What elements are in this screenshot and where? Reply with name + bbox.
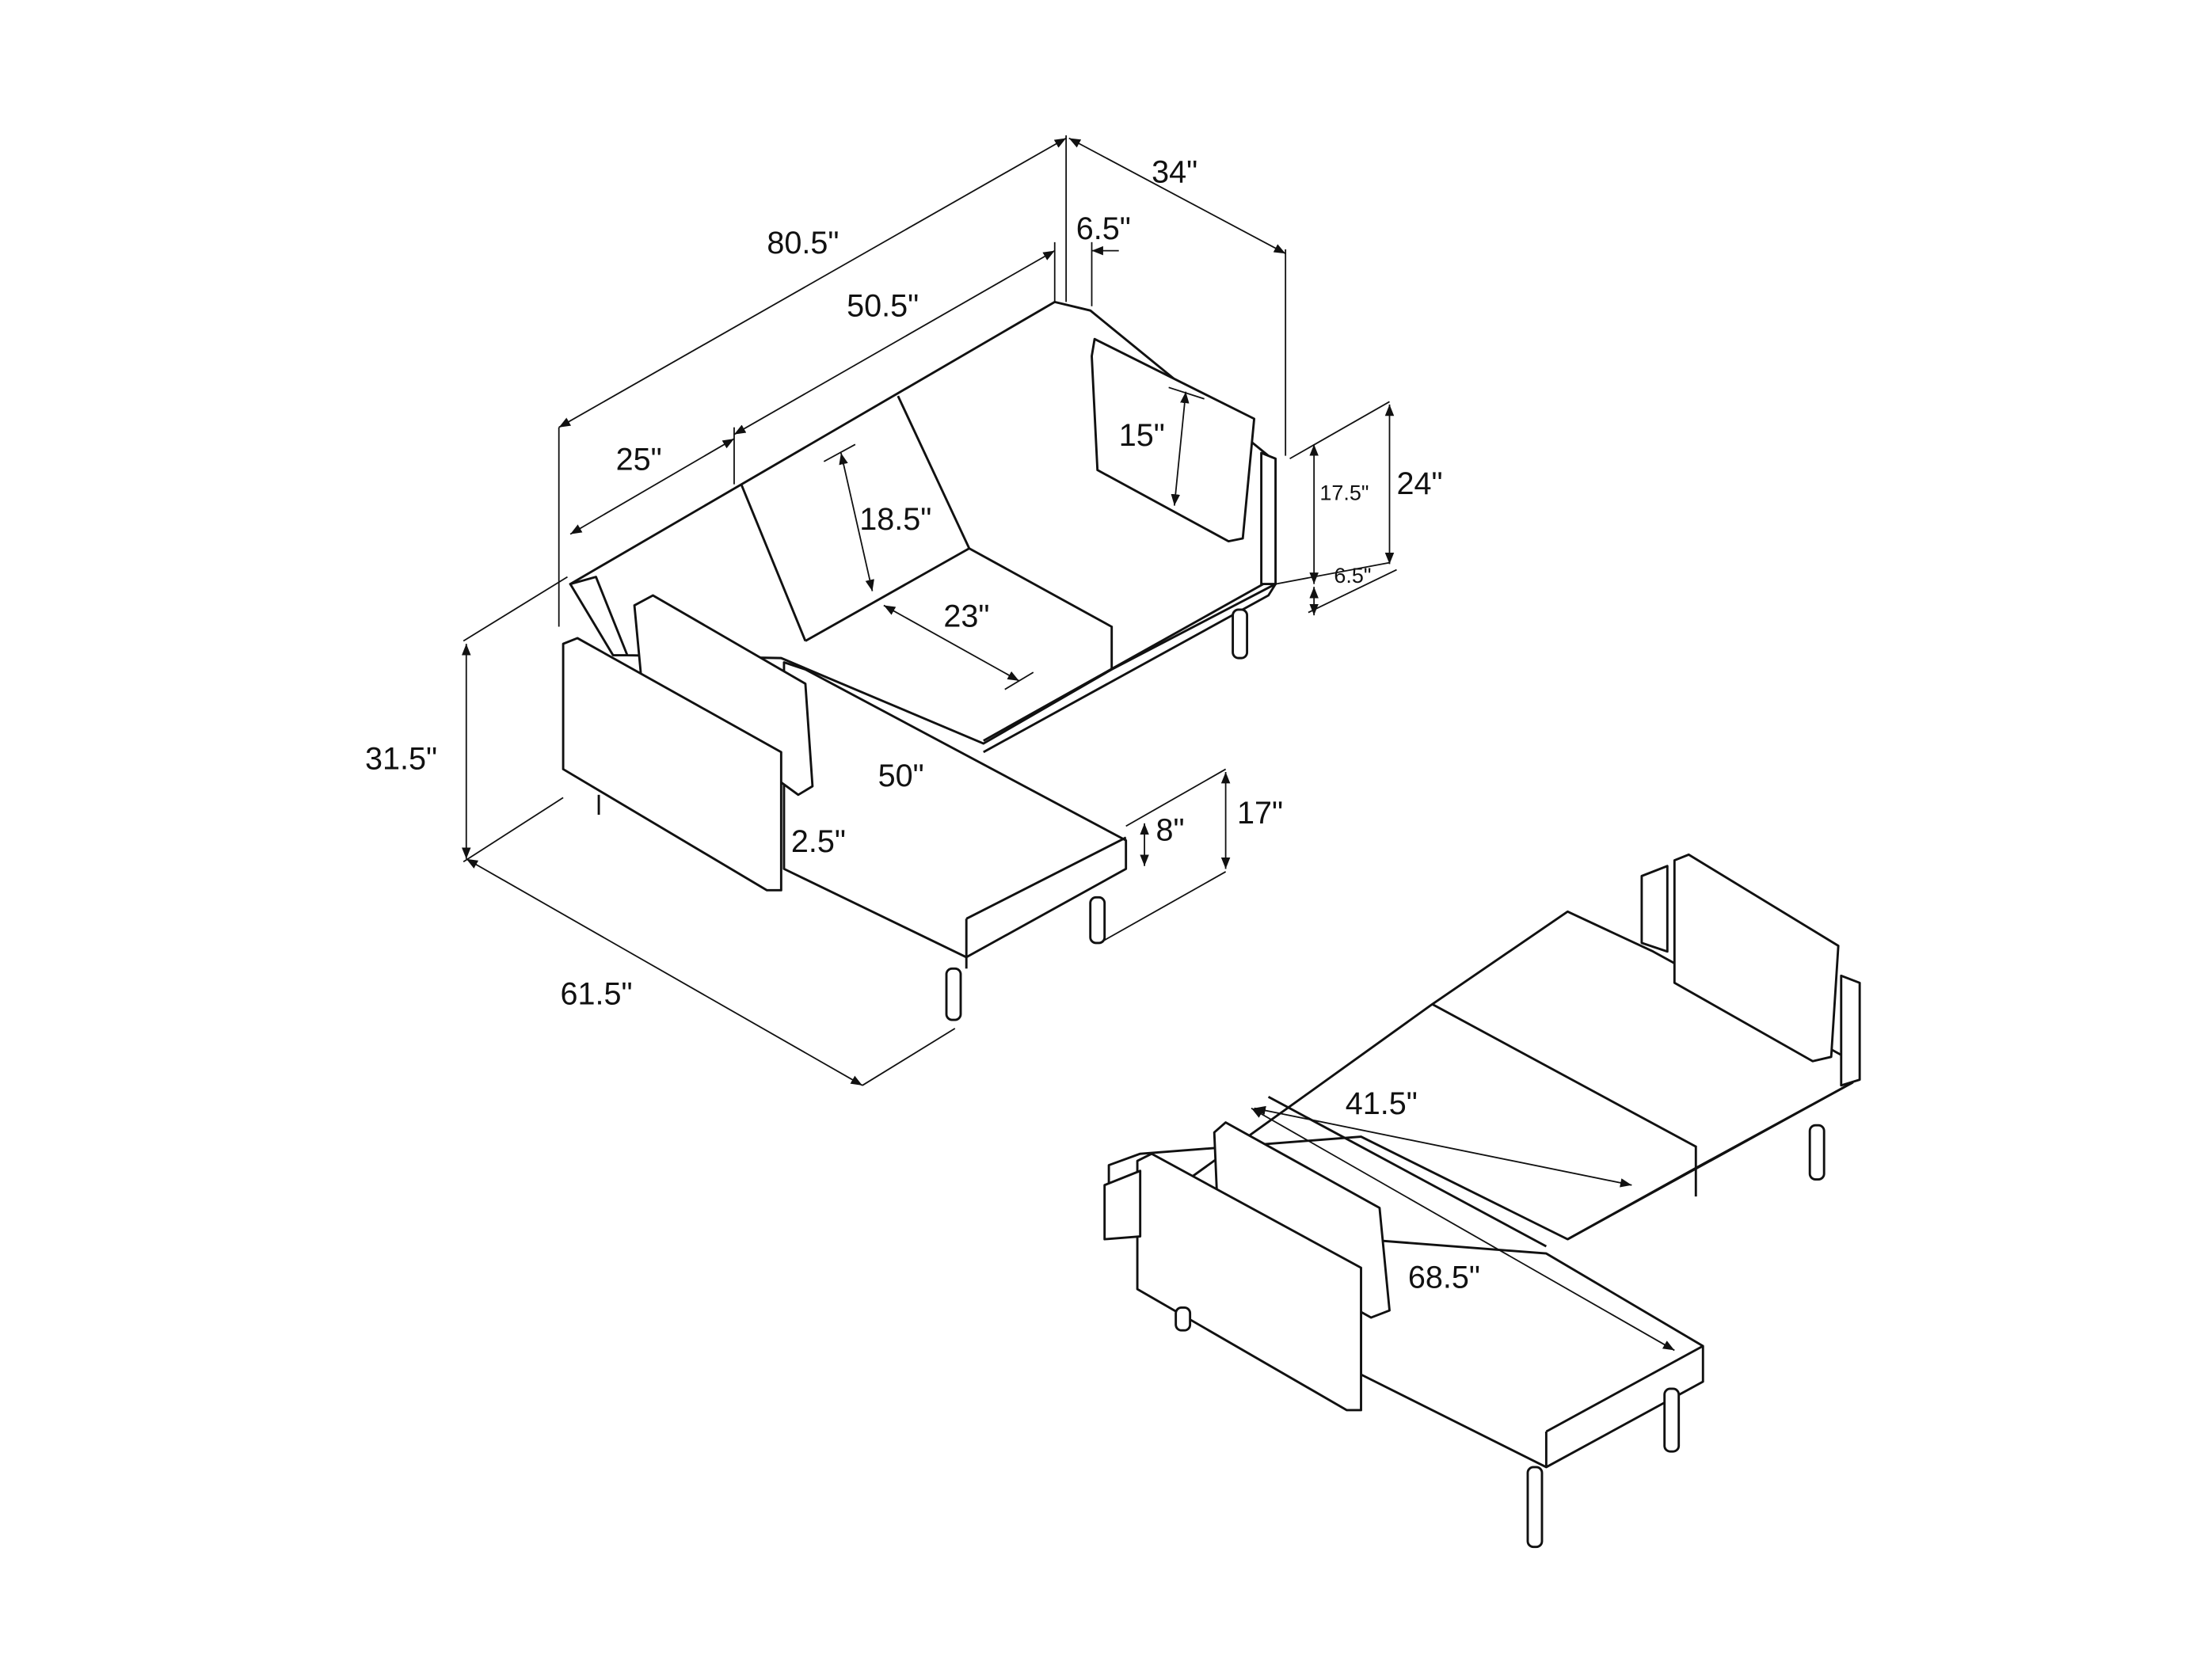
right-arm	[1260, 451, 1277, 586]
label-bed-width: 41.5"	[1346, 1086, 1418, 1121]
label-seat-height: 17"	[1237, 796, 1283, 831]
sofa-drawing	[562, 300, 1277, 1021]
label-section-width: 25"	[616, 443, 662, 477]
bed-back-arm	[1640, 865, 1669, 953]
back-left-cushion	[569, 576, 629, 656]
label-pillow-height: 15"	[1119, 418, 1165, 453]
sofa-labels: 80.5" 34" 6.5" 50.5" 25" 15" 18.5" 17.5"…	[365, 154, 1443, 1011]
label-chaise-cushion: 8"	[1155, 812, 1184, 847]
label-seat-depth: 23"	[943, 599, 989, 634]
label-chaise-total-length: 61.5"	[560, 976, 632, 1011]
label-overall-width: 80.5"	[767, 226, 839, 260]
label-chaise-length: 50"	[878, 759, 924, 793]
label-overall-depth: 34"	[1152, 154, 1197, 189]
bed-drawing	[1103, 853, 1861, 1549]
label-leg-height: 6.5"	[1334, 564, 1371, 588]
label-arm-thickness: 2.5"	[791, 824, 846, 859]
label-total-height: 24"	[1396, 466, 1442, 501]
label-chaise-height: 31.5"	[365, 741, 437, 776]
bed-right-arm	[1840, 974, 1861, 1087]
sofa-dimensions	[462, 135, 1397, 1086]
bed-dimensions: 41.5" 68.5"	[1251, 1086, 1675, 1352]
bed-right-pillow	[1673, 853, 1840, 1063]
label-arm-width: 6.5"	[1076, 211, 1131, 246]
label-bed-length: 68.5"	[1408, 1260, 1480, 1295]
label-seat-height-above-legs: 17.5"	[1319, 481, 1369, 504]
label-back-width: 50.5"	[847, 288, 919, 323]
label-back-height: 18.5"	[859, 502, 931, 537]
bed-end-block	[1103, 1169, 1142, 1241]
